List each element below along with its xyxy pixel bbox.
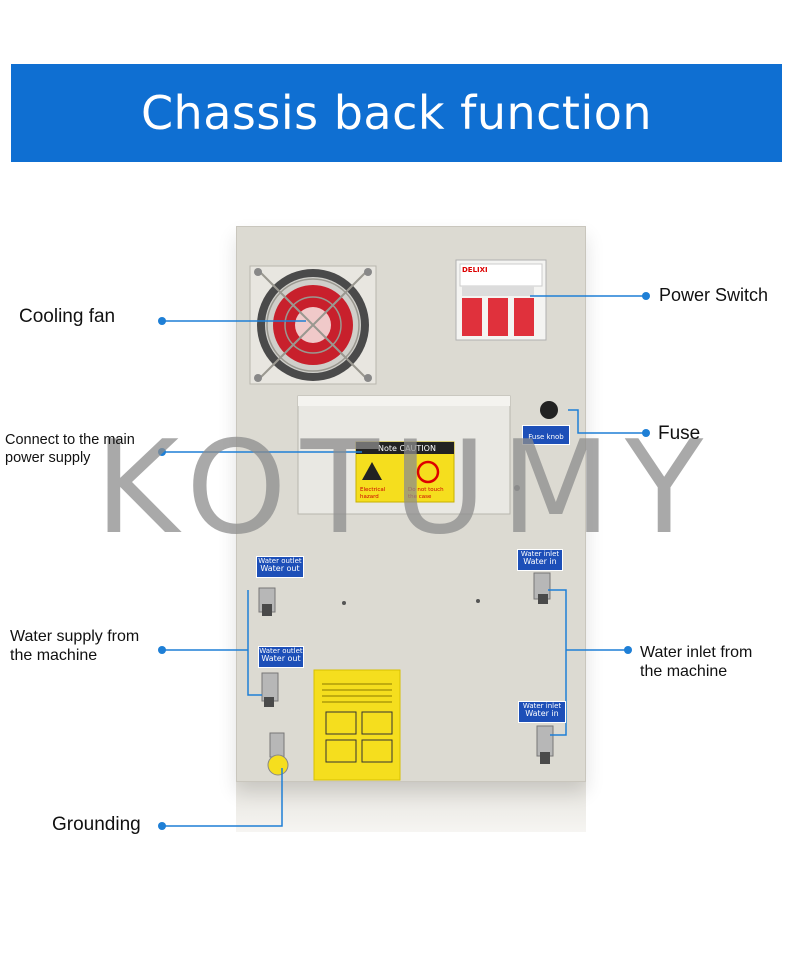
- water-in-tag-2-label: Water in: [525, 709, 559, 718]
- label-connect-main: Connect to the main power supply: [5, 431, 135, 467]
- label-water-supply-line2: the machine: [10, 647, 98, 664]
- fuse-knob-tag: Fuse knob: [522, 425, 570, 445]
- fuse-knob-tag-label: Fuse knob: [528, 433, 564, 441]
- water-out-tag-2-label: Water out: [261, 654, 301, 663]
- water-in-tag-1-top: Water inlet: [520, 550, 560, 558]
- water-out-tag-1-label: Water out: [260, 564, 300, 573]
- breaker-brand: DELIXI: [462, 266, 488, 274]
- label-connect-main-line1: Connect to the main: [5, 432, 135, 448]
- label-water-inlet-line1: Water inlet from: [640, 644, 753, 661]
- label-power-switch: Power Switch: [659, 285, 769, 305]
- do-not-touch-text: Do not touch the case: [408, 487, 444, 500]
- label-cooling-fan: Cooling fan: [19, 306, 116, 327]
- label-fuse: Fuse: [658, 423, 701, 444]
- page-title: Chassis back function: [140, 86, 653, 140]
- label-water-inlet: Water inlet from the machine: [640, 643, 752, 681]
- label-water-supply-line1: Water supply from: [10, 628, 140, 645]
- label-connect-main-line2: power supply: [5, 450, 91, 466]
- electrical-hazard-text: Electrical hazard: [360, 487, 386, 500]
- label-water-supply: Water supply from the machine: [10, 627, 139, 665]
- water-out-tag-1-top: Water outlet: [258, 557, 302, 565]
- watermark: KOTUMY: [95, 414, 718, 563]
- water-out-tag-2-top: Water outlet: [259, 647, 303, 655]
- label-grounding: Grounding: [52, 814, 141, 835]
- caution-header: Note CAUTION: [378, 444, 436, 453]
- header-banner: Chassis back function: [11, 64, 782, 162]
- chassis-shadow: [236, 780, 586, 832]
- water-in-tag-1-label: Water in: [523, 557, 557, 566]
- water-in-tag-2-top: Water inlet: [522, 702, 562, 710]
- label-water-inlet-line2: the machine: [640, 663, 728, 680]
